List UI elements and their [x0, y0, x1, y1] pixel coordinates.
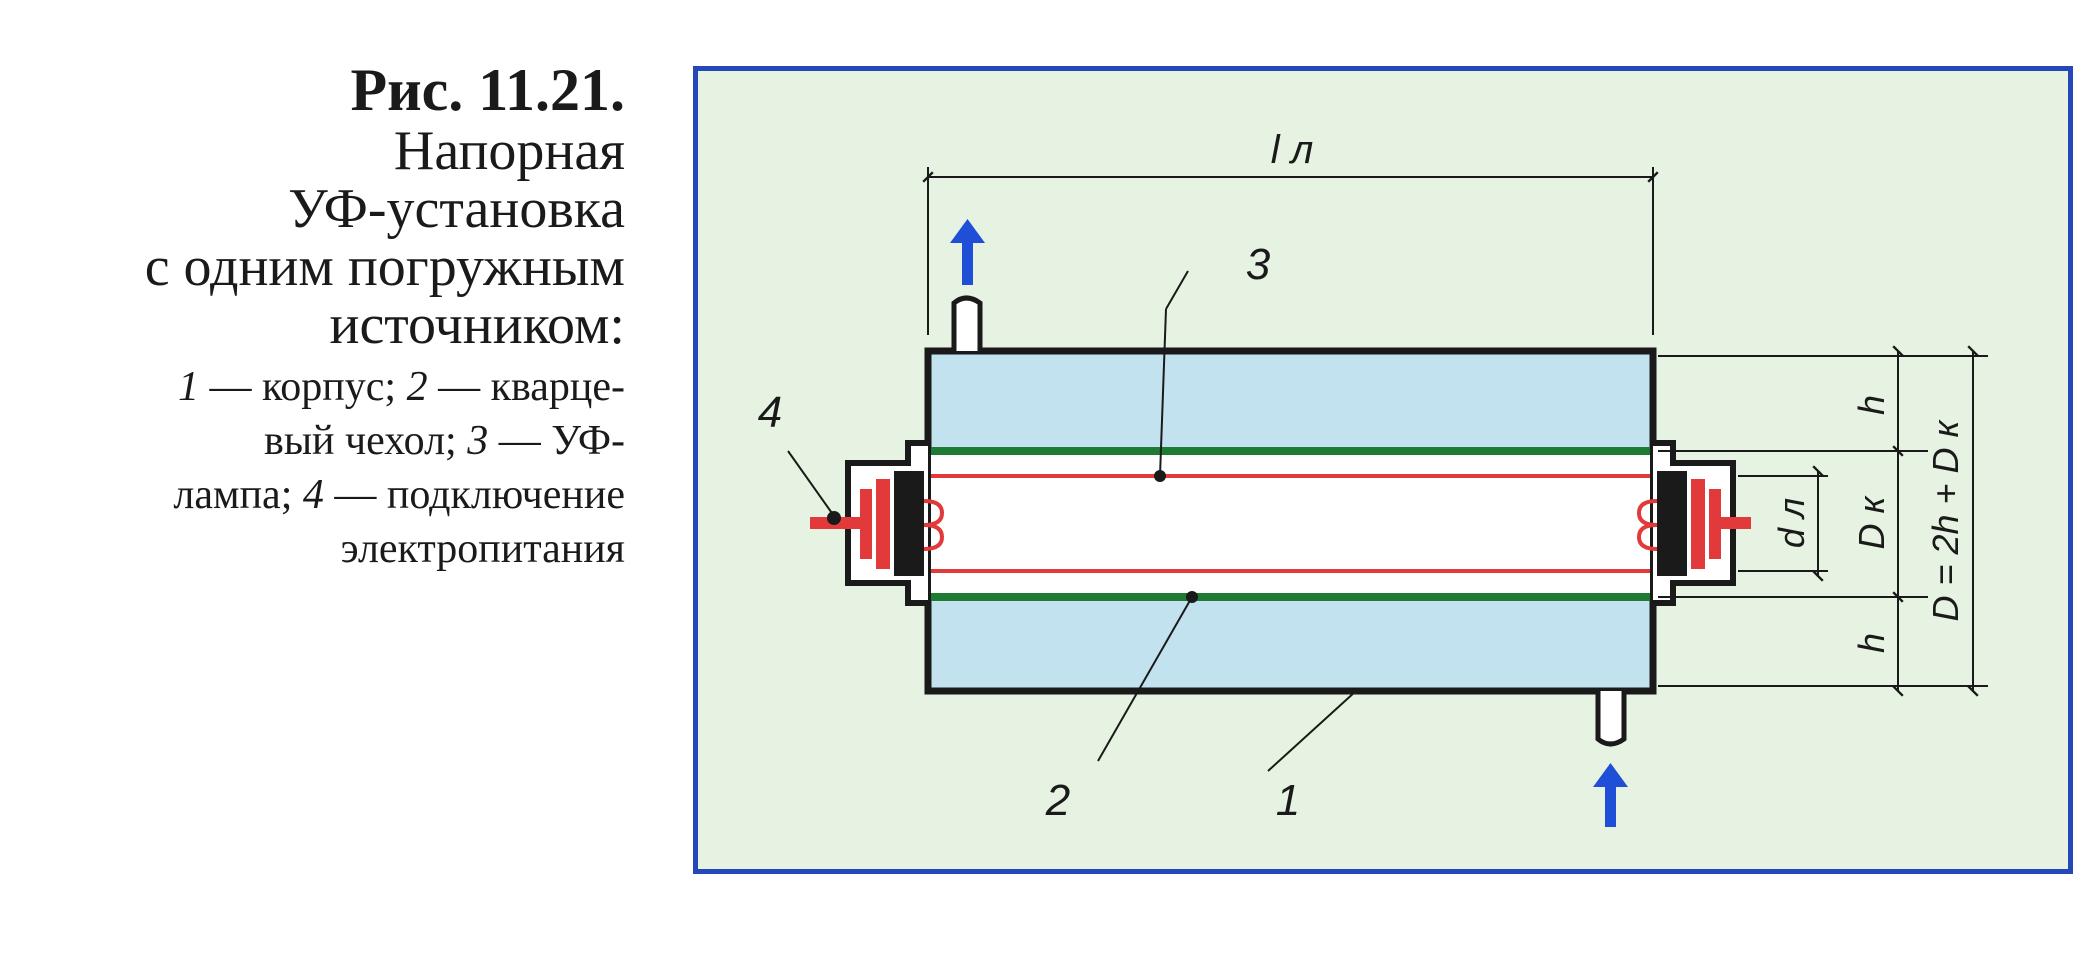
caption-line: УФ-установка: [288, 178, 625, 240]
caption-legend: 1 — корпус; 2 — кварце- вый чехол; 3 — У…: [20, 360, 625, 576]
legend-text: электропитания: [340, 526, 625, 572]
legend-number: 2: [406, 364, 428, 410]
lamp-diameter-label: d л: [1771, 498, 1812, 548]
legend-text: — корпус;: [199, 364, 407, 410]
outlet-pipe: [951, 295, 983, 351]
lamp-length-dimension: [922, 167, 1659, 335]
right-end-cap: [1636, 440, 1751, 606]
caption-title: Рис. 11.21.: [350, 57, 625, 123]
callout-leaders: [787, 270, 1357, 772]
caption-line: с одним погружным: [144, 236, 625, 298]
h-bottom-label: h: [1851, 633, 1892, 653]
diameter-dimensions: [1658, 345, 1988, 697]
lamp-length-label: l л: [1271, 128, 1314, 172]
legend-text: вый чехол;: [263, 418, 468, 464]
caption-line: источником:: [329, 294, 625, 356]
legend-number: 3: [467, 418, 489, 464]
legend-text: — УФ-: [488, 418, 625, 464]
caption-line: Напорная: [393, 120, 625, 182]
callout-1: 1: [1276, 776, 1300, 825]
callout-4: 4: [758, 388, 782, 437]
diagram-frame: l л h h d л D к D = 2h + D к: [693, 66, 2073, 874]
legend-text: — подключение: [323, 472, 625, 518]
inlet-pipe: [1595, 691, 1627, 747]
legend-text: — кварце-: [427, 364, 625, 410]
h-top-label: h: [1851, 395, 1892, 415]
legend-number: 4: [302, 472, 324, 518]
inflow-arrow: [1593, 763, 1628, 827]
callout-3: 3: [1246, 240, 1271, 289]
total-diameter-label: D = 2h + D к: [1925, 418, 1966, 621]
figure-caption: Рис. 11.21. Напорная УФ-установка с одни…: [20, 58, 625, 576]
outflow-arrow: [950, 219, 985, 285]
legend-number: 1: [178, 364, 199, 410]
cover-diameter-label: D к: [1851, 495, 1892, 550]
uv-unit-diagram: l л h h d л D к D = 2h + D к: [758, 128, 1988, 827]
left-end-cap: [810, 440, 945, 606]
legend-text: лампа;: [173, 472, 303, 518]
callout-2: 2: [1045, 776, 1070, 825]
